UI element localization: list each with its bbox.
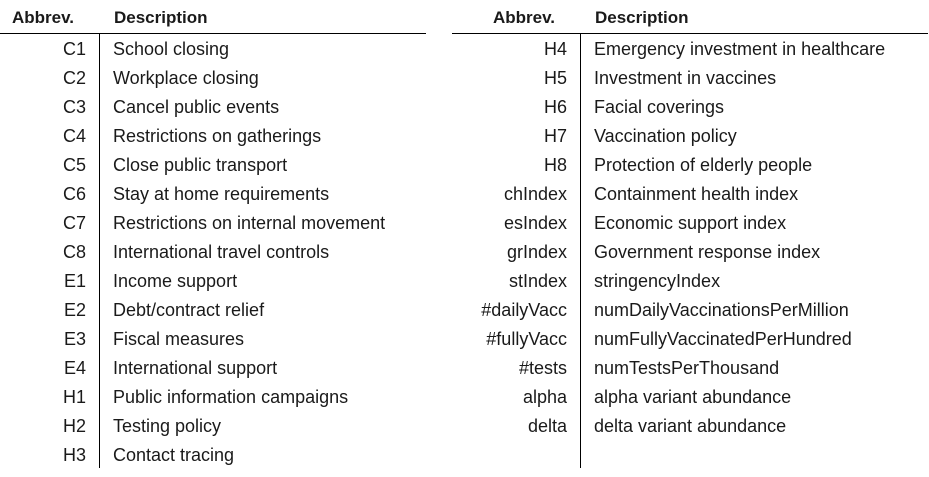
abbreviation-cell: H1 — [62, 387, 86, 407]
abbreviation-cell: E2 — [63, 300, 86, 320]
description-cell: Debt/contract relief — [113, 300, 265, 320]
description-cell: delta variant abundance — [594, 416, 787, 436]
description-cell: Facial coverings — [594, 97, 725, 117]
abbreviation-cell: H8 — [543, 155, 567, 175]
table-row: C1 School closing — [0, 34, 426, 63]
abbreviation-cell: delta — [527, 416, 567, 436]
abbreviation-cell: E4 — [63, 358, 86, 378]
right-abbreviation-table: Abbrev. Description H4 Emergency investme… — [452, 0, 928, 468]
abbreviation-cell: #fullyVacc — [486, 329, 567, 349]
description-column-header: Description — [114, 8, 208, 27]
table-row: C8 International travel controls — [0, 237, 426, 266]
description-cell: numFullyVaccinatedPerHundred — [594, 329, 852, 349]
abbreviation-cell: esIndex — [503, 213, 567, 233]
description-cell: Government response index — [594, 242, 821, 262]
description-cell: International travel controls — [113, 242, 330, 262]
table-row: C3 Cancel public events — [0, 92, 426, 121]
abbreviation-cell: C3 — [62, 97, 86, 117]
description-cell: Vaccination policy — [594, 126, 737, 146]
description-cell: Stay at home requirements — [113, 184, 330, 204]
abbreviation-cell: alpha — [522, 387, 567, 407]
description-cell: Investment in vaccines — [594, 68, 777, 88]
description-cell: Cancel public events — [113, 97, 280, 117]
table-row: alpha alpha variant abundance — [452, 382, 928, 411]
table-row: E2 Debt/contract relief — [0, 295, 426, 324]
description-cell: Public information campaigns — [113, 387, 349, 407]
description-cell: Contact tracing — [113, 445, 235, 465]
table-row: H4 Emergency investment in healthcare — [452, 34, 928, 63]
abbreviation-cell: H7 — [543, 126, 567, 146]
description-cell: Restrictions on internal movement — [113, 213, 386, 233]
table-row: esIndex Economic support index — [452, 208, 928, 237]
abbreviation-cell: H3 — [62, 445, 86, 465]
abbreviation-cell: C4 — [62, 126, 86, 146]
description-cell: numTestsPerThousand — [594, 358, 780, 378]
abbrev-column-header: Abbrev. — [493, 8, 556, 27]
table-row: H5 Investment in vaccines — [452, 63, 928, 92]
description-cell: Containment health index — [594, 184, 799, 204]
abbrev-column-header: Abbrev. — [12, 8, 75, 27]
table-header: Abbrev. Description — [452, 0, 928, 34]
table-row: E1 Income support — [0, 266, 426, 295]
table-row: H2 Testing policy — [0, 411, 426, 440]
description-cell: numDailyVaccinationsPerMillion — [594, 300, 849, 320]
abbreviation-cell: H4 — [543, 39, 567, 59]
description-cell: International support — [113, 358, 278, 378]
table-row: C5 Close public transport — [0, 150, 426, 179]
abbreviation-cell: chIndex — [503, 184, 567, 204]
abbreviation-cell: C6 — [62, 184, 86, 204]
description-cell: stringencyIndex — [594, 271, 721, 291]
description-cell: Close public transport — [113, 155, 288, 175]
abbreviation-cell: stIndex — [508, 271, 567, 291]
description-cell: School closing — [113, 39, 230, 59]
table-row: C2 Workplace closing — [0, 63, 426, 92]
table-header: Abbrev. Description — [0, 0, 426, 34]
description-cell: Fiscal measures — [113, 329, 245, 349]
description-cell: Protection of elderly people — [594, 155, 813, 175]
table-row: E4 International support — [0, 353, 426, 382]
description-column-header: Description — [595, 8, 689, 27]
table-row: C4 Restrictions on gatherings — [0, 121, 426, 150]
abbreviation-cell: E3 — [63, 329, 86, 349]
table-row: H6 Facial coverings — [452, 92, 928, 121]
abbreviation-cell: #dailyVacc — [481, 300, 567, 320]
table-row: #dailyVacc numDailyVaccinationsPerMillion — [452, 295, 928, 324]
table-row: delta delta variant abundance — [452, 411, 928, 440]
description-cell: alpha variant abundance — [594, 387, 792, 407]
table-row: #tests numTestsPerThousand — [452, 353, 928, 382]
abbreviation-cell: H6 — [543, 97, 567, 117]
description-cell: Workplace closing — [113, 68, 259, 88]
table-row: stIndex stringencyIndex — [452, 266, 928, 295]
table-row: H7 Vaccination policy — [452, 121, 928, 150]
description-cell: Economic support index — [594, 213, 787, 233]
abbreviation-cell: C5 — [62, 155, 86, 175]
table-row: C6 Stay at home requirements — [0, 179, 426, 208]
description-cell: Income support — [113, 271, 238, 291]
table-row: #fullyVacc numFullyVaccinatedPerHundred — [452, 324, 928, 353]
abbreviation-cell: C8 — [62, 242, 86, 262]
abbreviation-cell: C7 — [62, 213, 86, 233]
table-row: E3 Fiscal measures — [0, 324, 426, 353]
abbreviation-cell: C2 — [62, 68, 86, 88]
column-divider — [99, 34, 100, 468]
abbreviation-cell: H5 — [543, 68, 567, 88]
column-divider — [580, 34, 581, 468]
abbreviation-cell: #tests — [518, 358, 567, 378]
description-cell: Testing policy — [113, 416, 222, 436]
abbreviation-cell: E1 — [63, 271, 86, 291]
table-row: chIndex Containment health index — [452, 179, 928, 208]
description-cell: Restrictions on gatherings — [113, 126, 322, 146]
abbreviation-cell: grIndex — [506, 242, 567, 262]
description-cell: Emergency investment in healthcare — [594, 39, 886, 59]
table-row: H3 Contact tracing — [0, 440, 426, 469]
table-row: H1 Public information campaigns — [0, 382, 426, 411]
table-row: H8 Protection of elderly people — [452, 150, 928, 179]
table-row: grIndex Government response index — [452, 237, 928, 266]
abbreviation-cell: C1 — [62, 39, 86, 59]
table-row: C7 Restrictions on internal movement — [0, 208, 426, 237]
abbreviation-cell: H2 — [62, 416, 86, 436]
